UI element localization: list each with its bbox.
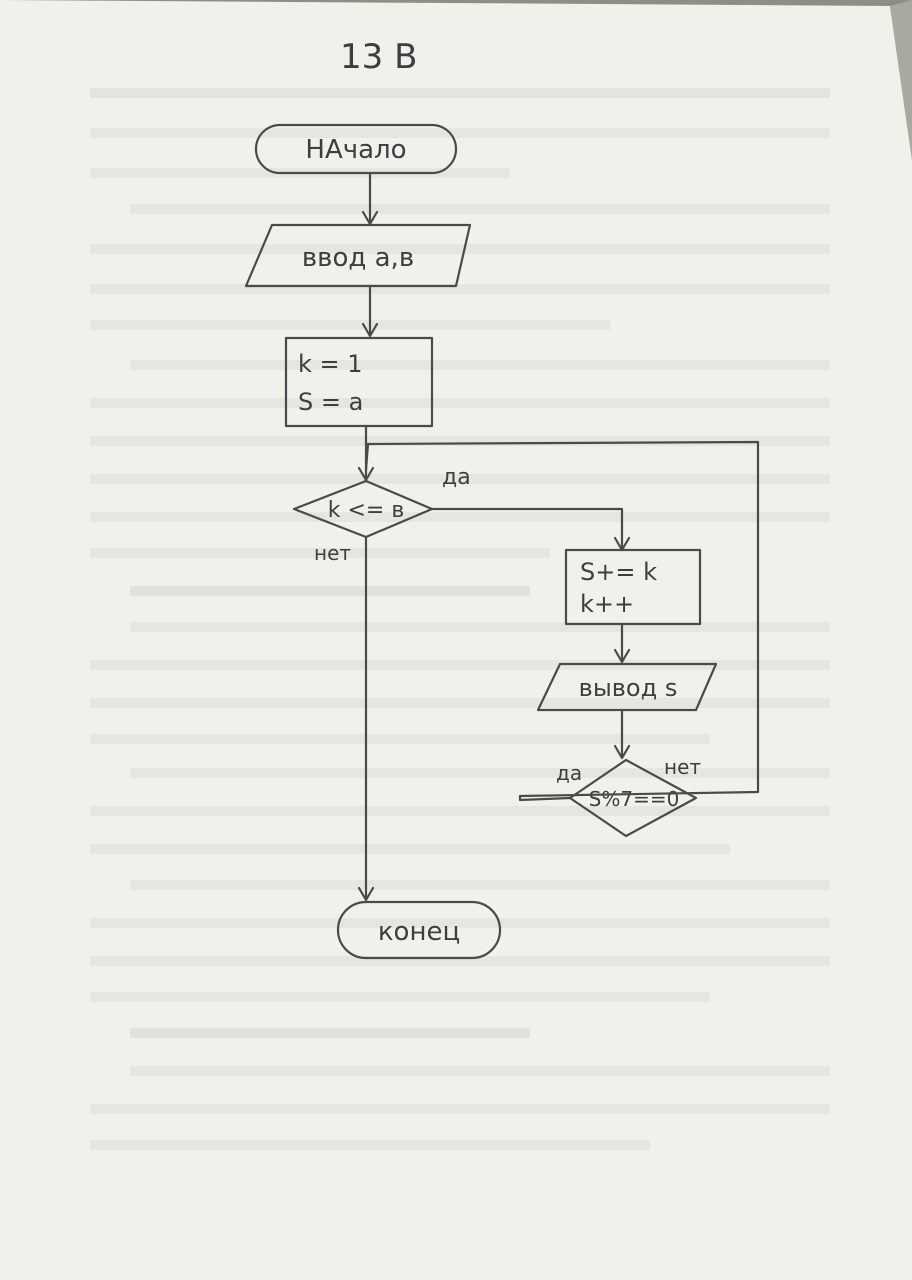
body-label-2: k++	[580, 590, 634, 618]
check-no-label: нет	[664, 755, 701, 779]
arrow-input-to-init	[361, 284, 379, 338]
start-label: НАчало	[305, 135, 406, 165]
init-label-1: k = 1	[298, 350, 363, 378]
loop-condition-label: k <= в	[328, 498, 405, 523]
page-title: 13 B	[340, 37, 417, 77]
arrow-output-to-check	[613, 708, 631, 760]
body-node: S+= k k++	[564, 548, 702, 626]
input-label: ввод а,в	[302, 243, 414, 273]
loop-no-label: нет	[314, 541, 351, 565]
arrow-loop-no	[357, 535, 375, 902]
paper-shadow	[890, 0, 912, 160]
output-node: вывод s	[536, 662, 718, 712]
arrow-body-to-output	[613, 622, 631, 664]
init-node: k = 1 S = a	[284, 336, 434, 428]
init-label-2: S = a	[298, 388, 363, 416]
start-node: НАчало	[254, 123, 458, 175]
body-label-1: S+= k	[580, 558, 657, 586]
end-label: конец	[378, 917, 460, 947]
end-node: конец	[336, 900, 502, 960]
input-node: ввод а,в	[244, 223, 472, 288]
output-label: вывод s	[579, 674, 678, 702]
check-yes-label: да	[556, 761, 582, 785]
check-condition-node: S%7==0	[568, 758, 698, 838]
arrow-loop-back	[364, 440, 760, 802]
check-condition-label: S%7==0	[589, 787, 680, 811]
loop-yes-label: да	[442, 465, 471, 490]
